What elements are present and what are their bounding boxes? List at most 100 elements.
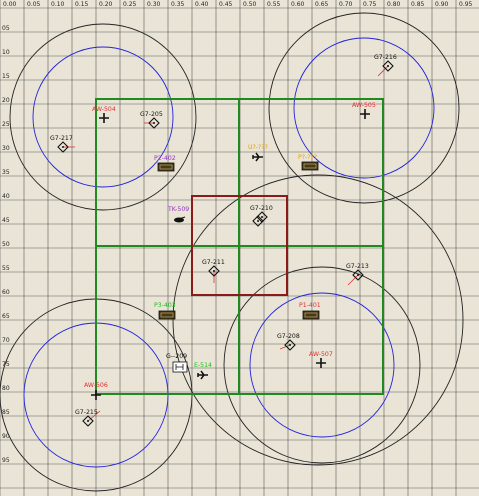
diamond-center-dot [257,220,259,222]
diamond-center-dot [289,344,291,346]
marker-label: G--209 [166,353,187,360]
y-axis-label: 50 [2,241,10,248]
x-axis-label: 0.65 [315,1,329,8]
aircraft-cross-icon [360,109,370,119]
red-zone[interactable] [191,195,288,296]
diamond-center-dot [387,65,389,67]
y-axis-label: 35 [2,169,10,176]
diamond-center-dot [261,216,263,218]
y-axis-label: 65 [2,313,10,320]
y-axis-label: 60 [2,289,10,296]
diamond-center-dot [213,270,215,272]
x-axis-label: 0.85 [411,1,425,8]
marker-g7-208[interactable]: G7-208 [277,333,300,351]
marker-u-unk[interactable]: U?-??? [248,144,268,162]
y-axis-label: 95 [2,457,10,464]
marker-aw-507[interactable]: AW-507 [309,351,333,368]
outer-ring-nw [9,23,197,211]
marker-label: TK-509 [167,206,189,213]
marker-e-514[interactable]: E-514 [194,362,212,380]
marker-g7-210[interactable]: G7-210 [250,205,273,227]
marker-tk-509[interactable]: TK-509 [167,206,189,223]
marker-label: G7-213 [346,263,369,270]
aircraft-cross-icon [99,113,109,123]
marker-label: G7-215 [75,409,98,416]
x-axis-label: 0.25 [123,1,137,8]
inner-ring-nw [32,46,174,188]
marker-label: U?-??? [248,144,268,151]
x-axis-label: 0.15 [75,1,89,8]
heading-line [87,410,101,422]
marker-aw-504[interactable]: AW-504 [92,106,116,123]
x-axis-label: 0.20 [99,1,113,8]
diamond-icon [382,60,394,72]
marker-label: AW-504 [92,106,116,113]
marker-label: G7-208 [277,333,300,340]
inner-ring-se [249,292,395,438]
x-axis-label: 0.55 [267,1,281,8]
marker-g7-211[interactable]: G7-211 [202,259,225,283]
y-axis-label: 70 [2,337,10,344]
marker-label: E-514 [194,362,212,369]
vessel-icon-detail [160,312,174,318]
diamond-icon [82,415,94,427]
marker-label: G7-216 [374,54,397,61]
marker-label: AW-505 [352,102,376,109]
vessel-icon-detail [159,164,173,170]
marker-p2-402[interactable]: P2-402 [154,155,176,172]
diamond-icon [148,117,160,129]
x-axis-label: 0.95 [459,1,473,8]
marker-g7-205[interactable]: G7-205 [140,111,163,129]
diamond-icon [284,339,296,351]
x-axis-label: 0.40 [195,1,209,8]
marker-aw-505[interactable]: AW-505 [352,102,376,119]
aircraft-cross-icon [316,358,326,368]
vessel-icon [301,161,319,171]
y-axis-label: 30 [2,145,10,152]
marker-p1-401[interactable]: P1-401 [299,302,321,320]
marker-label: G7-217 [50,135,73,142]
diamond-icon [208,265,220,277]
vessel-icon-detail [304,312,318,318]
x-axis-label: 0.45 [219,1,233,8]
x-axis-label: 0.00 [3,1,17,8]
x-axis-label: 0.50 [243,1,257,8]
y-axis-label: 10 [2,49,10,56]
green-zone[interactable] [95,98,384,395]
marker-g7-216[interactable]: G7-216 [374,54,397,77]
x-axis-label: 0.80 [387,1,401,8]
y-axis-label: 05 [2,25,10,32]
outer-ring-center [172,174,464,466]
y-axis-label: 15 [2,73,10,80]
marker-label: P2-402 [154,155,176,162]
vessel-icon-detail [303,163,317,169]
marker-g7-215[interactable]: G7-215 [75,409,101,427]
diamond-center-dot [87,420,89,422]
plane-icon [197,370,208,380]
marker-label: P3-403 [154,302,176,309]
y-axis-label: 75 [2,361,10,368]
inner-ring-ne [293,37,435,179]
x-axis-label: 0.60 [291,1,305,8]
vessel-icon [158,310,176,320]
x-axis-label: 0.70 [339,1,353,8]
y-axis-label: 90 [2,433,10,440]
marker-p3-unk[interactable]: P?-??? [298,154,319,171]
vessel-icon [302,310,320,320]
tank-icon [174,217,184,223]
y-axis-label: 45 [2,217,10,224]
marker-g7-213[interactable]: G7-213 [346,263,369,286]
diamond-center-dot [62,146,64,148]
marker-label: P?-??? [298,154,317,161]
x-axis-label: 0.90 [435,1,449,8]
marker-aw-506[interactable]: AW-506 [84,382,108,400]
marker-p3-403[interactable]: P3-403 [154,302,176,320]
aircraft-cross-icon [91,390,101,400]
marker-g7-217[interactable]: G7-217 [50,135,75,153]
marker-label: G7-211 [202,259,225,266]
marker-g-209[interactable]: G--209 [166,353,188,373]
